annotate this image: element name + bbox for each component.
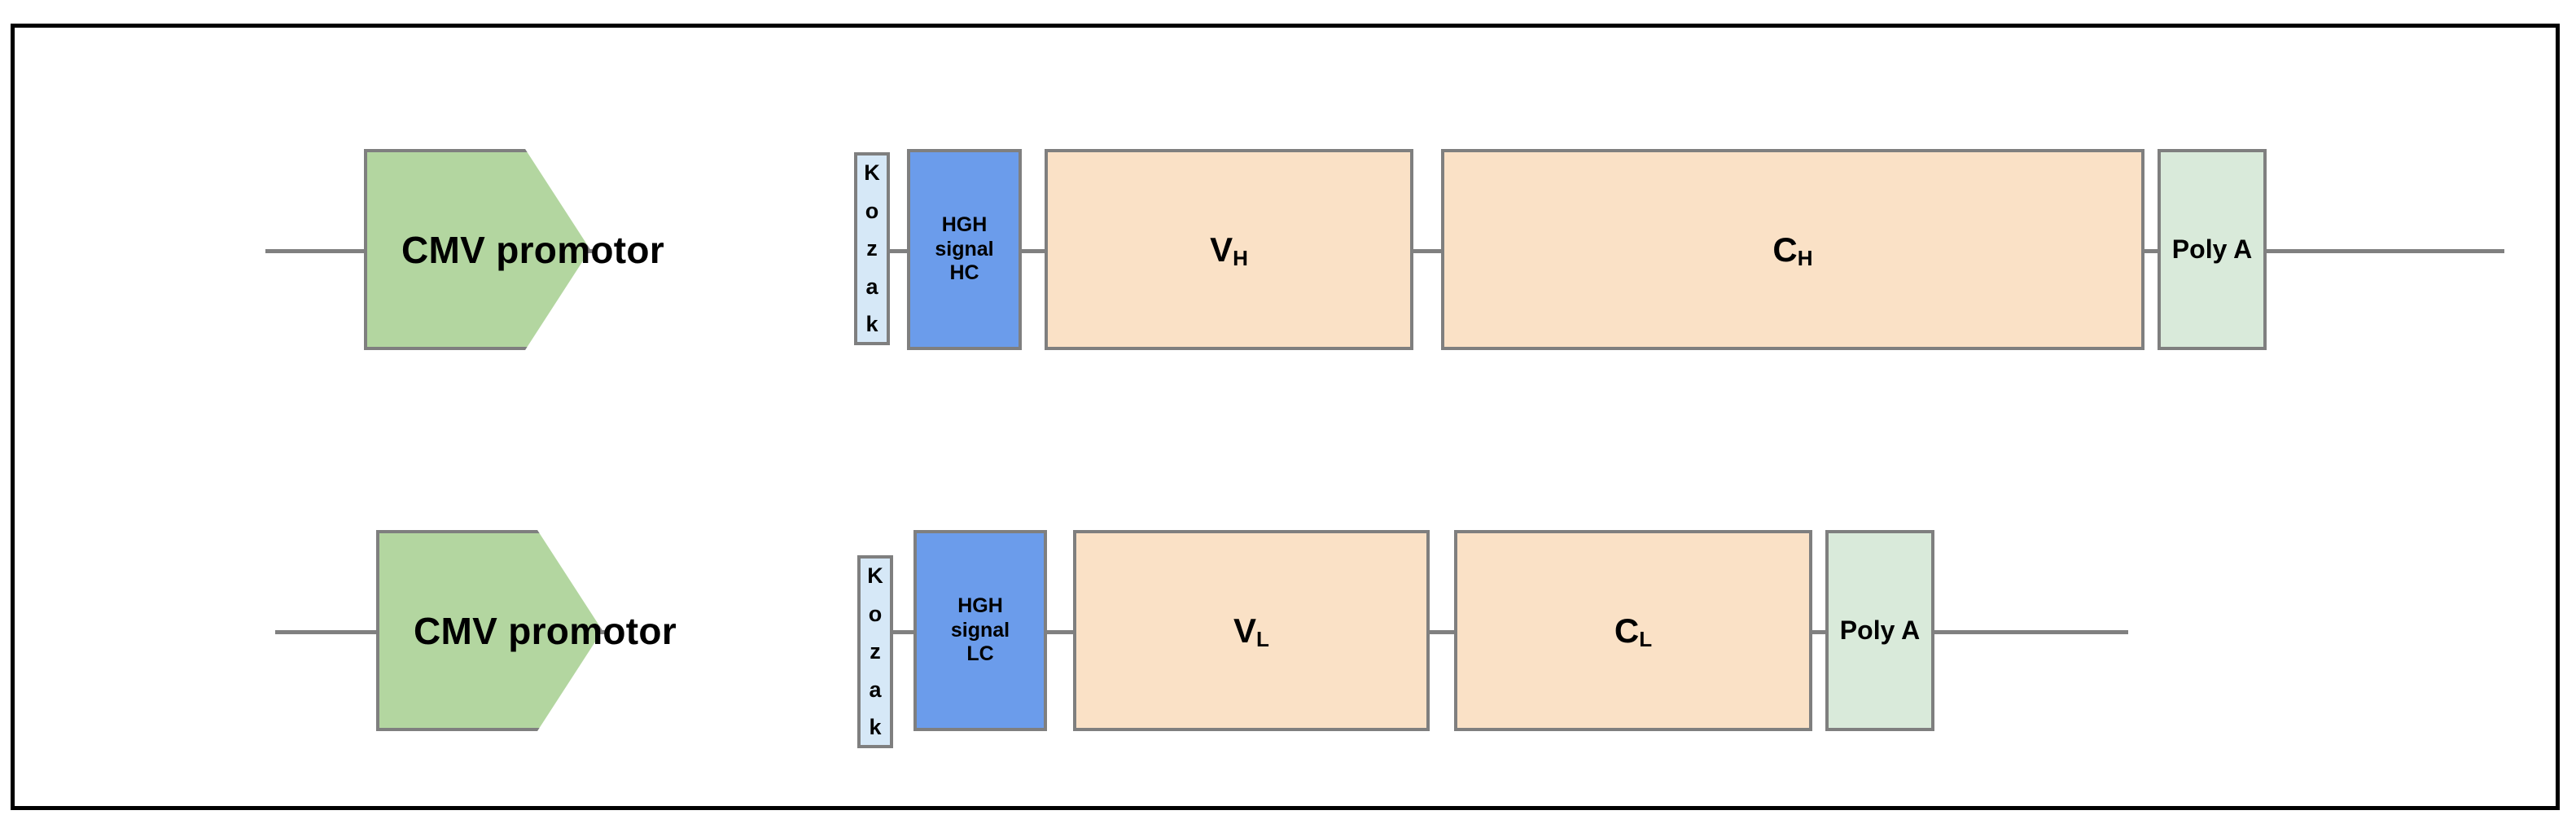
backbone-segment-left-lc xyxy=(275,630,379,634)
hgh-signal-line-3: LC xyxy=(966,642,994,666)
kozak-letter-4: a xyxy=(869,677,882,702)
backbone-segment-right-hc xyxy=(2263,249,2504,253)
constant-light-domain[interactable]: CL xyxy=(1454,530,1812,731)
kozak-letter-3: z xyxy=(866,236,878,261)
hgh-signal-line-2: signal xyxy=(950,618,1010,642)
polya-terminator-heavy-chain[interactable]: Poly A xyxy=(2158,149,2267,350)
hgh-signal-line-1: HGH xyxy=(941,213,988,237)
backbone-segment-ch-polya-hc xyxy=(2141,249,2161,253)
backbone-segment-promoter-kozak-lc xyxy=(598,630,609,634)
cmv-promoter-heavy-chain[interactable]: CMV promotor xyxy=(364,149,664,350)
vl-label: VL xyxy=(1233,611,1269,652)
backbone-segment-vl-cl xyxy=(1426,630,1457,634)
variable-heavy-domain[interactable]: VH xyxy=(1045,149,1413,350)
hgh-signal-light-chain[interactable]: HGH signal LC xyxy=(913,530,1047,731)
kozak-letter-3: z xyxy=(870,639,881,664)
kozak-letter-1: K xyxy=(867,563,883,588)
cmv-promoter-label-lc: CMV promotor xyxy=(414,609,677,652)
variable-light-domain[interactable]: VL xyxy=(1073,530,1430,731)
kozak-sequence-light-chain[interactable]: K o z a k xyxy=(857,555,893,748)
kozak-letter-4: a xyxy=(865,274,878,299)
vh-label: VH xyxy=(1210,230,1248,271)
kozak-letter-1: K xyxy=(864,160,880,185)
polya-label-lc: Poly A xyxy=(1839,615,1921,645)
hgh-signal-line-3: HC xyxy=(949,261,979,285)
polya-terminator-light-chain[interactable]: Poly A xyxy=(1825,530,1934,731)
hgh-signal-heavy-chain[interactable]: HGH signal HC xyxy=(907,149,1022,350)
backbone-segment-kozak-signal-lc xyxy=(890,630,916,634)
polya-label-hc: Poly A xyxy=(2171,234,2253,264)
ch-label: CH xyxy=(1772,230,1813,271)
constant-heavy-domain[interactable]: CH xyxy=(1441,149,2144,350)
backbone-segment-cl-polya-lc xyxy=(1809,630,1829,634)
hgh-signal-line-2: signal xyxy=(935,237,994,261)
cl-label: CL xyxy=(1614,611,1653,652)
kozak-letter-2: o xyxy=(865,198,879,223)
kozak-letter-2: o xyxy=(868,601,883,626)
hgh-signal-line-1: HGH xyxy=(957,594,1003,618)
kozak-letter-5: k xyxy=(865,312,878,336)
backbone-segment-right-lc xyxy=(1931,630,2128,634)
backbone-segment-vh-ch xyxy=(1410,249,1444,253)
backbone-segment-left-hc xyxy=(265,249,366,253)
backbone-segment-promoter-kozak-hc xyxy=(585,249,596,253)
diagram-frame: CMV promotor K o z a k HGH signal HC xyxy=(11,24,2560,810)
backbone-segment-signal-vl xyxy=(1044,630,1076,634)
kozak-letter-5: k xyxy=(869,715,882,739)
kozak-sequence-heavy-chain[interactable]: K o z a k xyxy=(854,152,890,345)
cmv-promoter-light-chain[interactable]: CMV promotor xyxy=(376,530,677,731)
cmv-promoter-label-hc: CMV promotor xyxy=(401,228,665,271)
backbone-segment-kozak-signal-hc xyxy=(887,249,909,253)
backbone-segment-signal-vh xyxy=(1019,249,1048,253)
